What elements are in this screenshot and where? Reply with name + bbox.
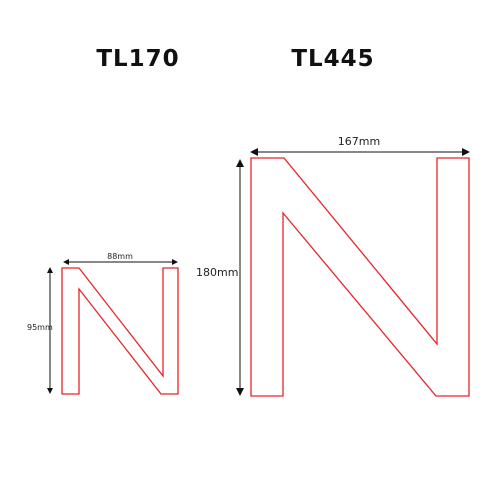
height-label-small: 95mm bbox=[27, 323, 53, 332]
product-title: TL170 bbox=[96, 46, 179, 72]
letter-outline-large bbox=[250, 157, 470, 397]
width-label-large: 167mm bbox=[338, 135, 380, 148]
product-tl445: TL445 167mm 180mm bbox=[196, 46, 470, 397]
product-title: TL445 bbox=[291, 46, 374, 72]
height-label-large: 180mm bbox=[196, 266, 238, 279]
letter-outline-small bbox=[61, 267, 179, 395]
product-tl170: TL170 88mm 95mm bbox=[27, 46, 179, 395]
width-label-small: 88mm bbox=[107, 252, 133, 261]
